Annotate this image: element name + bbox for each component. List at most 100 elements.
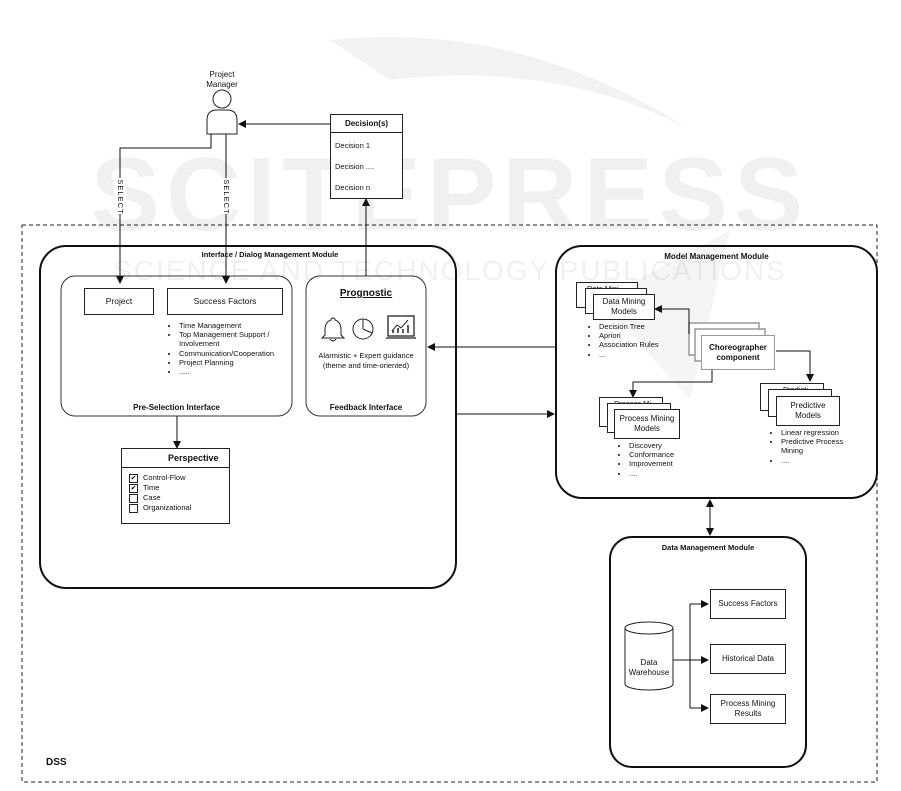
process-mining-results-line2: Results (734, 709, 762, 718)
checkbox-control-flow[interactable]: ✔ (129, 473, 138, 483)
sf-item-2: Top Management Support / (179, 330, 290, 339)
sf-item-4: Communication/Cooperation (179, 349, 290, 358)
model-module-frame (555, 245, 878, 499)
success-factors-data-box: Success Factors (710, 589, 786, 619)
pred-item-4: .... (781, 456, 872, 465)
process-mining-line1: Process Mining (619, 414, 675, 423)
perspective-option-organizational[interactable]: Organizational (129, 503, 229, 513)
pm-item-3: Improvement (629, 459, 700, 468)
data-module-frame (609, 536, 807, 768)
decision-item-1: Decision 1 (335, 141, 371, 150)
success-factors-box: Success Factors (167, 288, 283, 315)
process-mining-results-line1: Process Mining (720, 699, 776, 708)
dm-item-4: ... (599, 350, 680, 359)
predictive-line2: Models (795, 411, 821, 420)
choreographer-box: Choreographer component (701, 335, 775, 370)
perspective-options: ✔ Control-Flow ✔ Time Case Organizational (122, 468, 229, 513)
predictive-models-box: Predictive Models (776, 396, 840, 426)
perspective-title: Perspective (122, 449, 229, 468)
pred-item-3: Mining (781, 446, 804, 456)
project-label: Project (105, 296, 133, 306)
data-module-title: Data Management Module (661, 543, 755, 552)
pm-item-2: Conformance (629, 450, 700, 459)
feedback-title: Feedback Interface (329, 403, 403, 412)
option-label-time: Time (143, 483, 160, 492)
pm-item-1: Discovery (629, 441, 700, 450)
option-label-organizational: Organizational (143, 503, 192, 512)
arrow-chore-to-predictive (776, 350, 814, 382)
pie-chart-icon (352, 318, 374, 340)
dm-item-1: Decision Tree (599, 322, 680, 331)
predictive-list: Linear regression Predictive Process Min… (772, 428, 872, 465)
preselection-title: Pre-Selection Interface (133, 403, 220, 412)
checkbox-case[interactable] (129, 493, 138, 503)
arrow-select-project (116, 134, 212, 284)
perspective-option-control-flow[interactable]: ✔ Control-Flow (129, 473, 229, 483)
warehouse-line2: Warehouse (628, 668, 670, 677)
pm-item-4: .... (629, 469, 700, 478)
perspective-box: Perspective ✔ Control-Flow ✔ Time Case Org… (121, 448, 230, 524)
historical-data-box: Historical Data (710, 644, 786, 674)
select-label-bg-2 (220, 178, 232, 214)
arrow-chore-to-datamining (654, 305, 690, 334)
dss-boundary (21, 224, 878, 783)
dm-item-2: Apriori (599, 331, 680, 340)
database-icon (624, 621, 674, 691)
select-label-success-factors: SELECT (222, 179, 231, 215)
prognostic-label: Prognostic (339, 288, 393, 299)
process-mining-models-box: Process Mining Models (614, 409, 680, 439)
data-mining-list: Decision Tree Apriori Association Rules … (590, 322, 680, 359)
sf-item-6: ..... (179, 367, 290, 376)
sf-item-5: Project Planning (179, 358, 290, 367)
success-factors-list: Time Management Top Management Support /… (170, 321, 290, 376)
data-mining-models-box: Data Mining Models (593, 294, 655, 320)
select-label-bg-1 (114, 178, 126, 214)
success-factors-data-label: Success Factors (718, 599, 778, 608)
project-manager-line2: Manager (206, 80, 238, 89)
checkbox-organizational[interactable] (129, 503, 138, 513)
pred-item-1: Linear regression (781, 428, 872, 437)
decision-item-2: Decision .... (335, 162, 375, 171)
option-label-control-flow: Control-Flow (143, 473, 186, 482)
warehouse-line1: Data (640, 658, 658, 667)
arrow-chore-to-processmining (629, 370, 713, 398)
checkbox-time[interactable]: ✔ (129, 483, 138, 493)
model-module-title: Model Management Module (664, 252, 769, 261)
historical-data-label: Historical Data (721, 654, 774, 663)
choreographer-line2: component (716, 353, 760, 362)
dm-item-3: Association Rules (599, 340, 680, 349)
bell-icon (320, 317, 346, 342)
guidance-line1: Alarmistic + Expert guidance (318, 351, 414, 360)
success-factors-label: Success Factors (193, 296, 257, 306)
interface-module-frame (39, 245, 457, 589)
project-manager-line1: Project (209, 70, 235, 79)
decisions-box: Decision(s) Decision 1 Decision .... Dec… (330, 114, 403, 199)
decision-item-3: Decision n (335, 183, 371, 192)
decisions-title: Decision(s) (331, 115, 402, 133)
watermark-swoosh (330, 36, 690, 130)
select-label-project: SELECT (116, 179, 125, 215)
person-icon (206, 89, 238, 135)
predictive-line1: Predictive (790, 401, 826, 410)
project-box: Project (84, 288, 154, 315)
data-mining-line1: Data Mining (602, 297, 646, 306)
option-label-case: Case (143, 493, 161, 502)
data-mining-line2: Models (611, 307, 637, 316)
sf-item-3: Involvement (179, 339, 220, 349)
project-manager-label: Project Manager (190, 70, 254, 90)
interface-module-title: Interface / Dialog Management Module (201, 250, 339, 259)
process-mining-list: Discovery Conformance Improvement .... (620, 441, 700, 478)
process-mining-line2: Models (634, 424, 660, 433)
watermark-big: SCITEPRESS (90, 137, 810, 253)
pred-item-2: Predictive Process (781, 437, 872, 446)
sf-item-1: Time Management (179, 321, 290, 330)
choreographer-line1: Choreographer (709, 343, 767, 352)
dashboard-icon (386, 315, 416, 339)
process-mining-results-box: Process Mining Results (710, 694, 786, 724)
dss-label: DSS (46, 757, 67, 768)
guidance-line2: (theme and time-oriented) (322, 361, 410, 370)
perspective-option-time[interactable]: ✔ Time (129, 483, 229, 493)
perspective-option-case[interactable]: Case (129, 493, 229, 503)
